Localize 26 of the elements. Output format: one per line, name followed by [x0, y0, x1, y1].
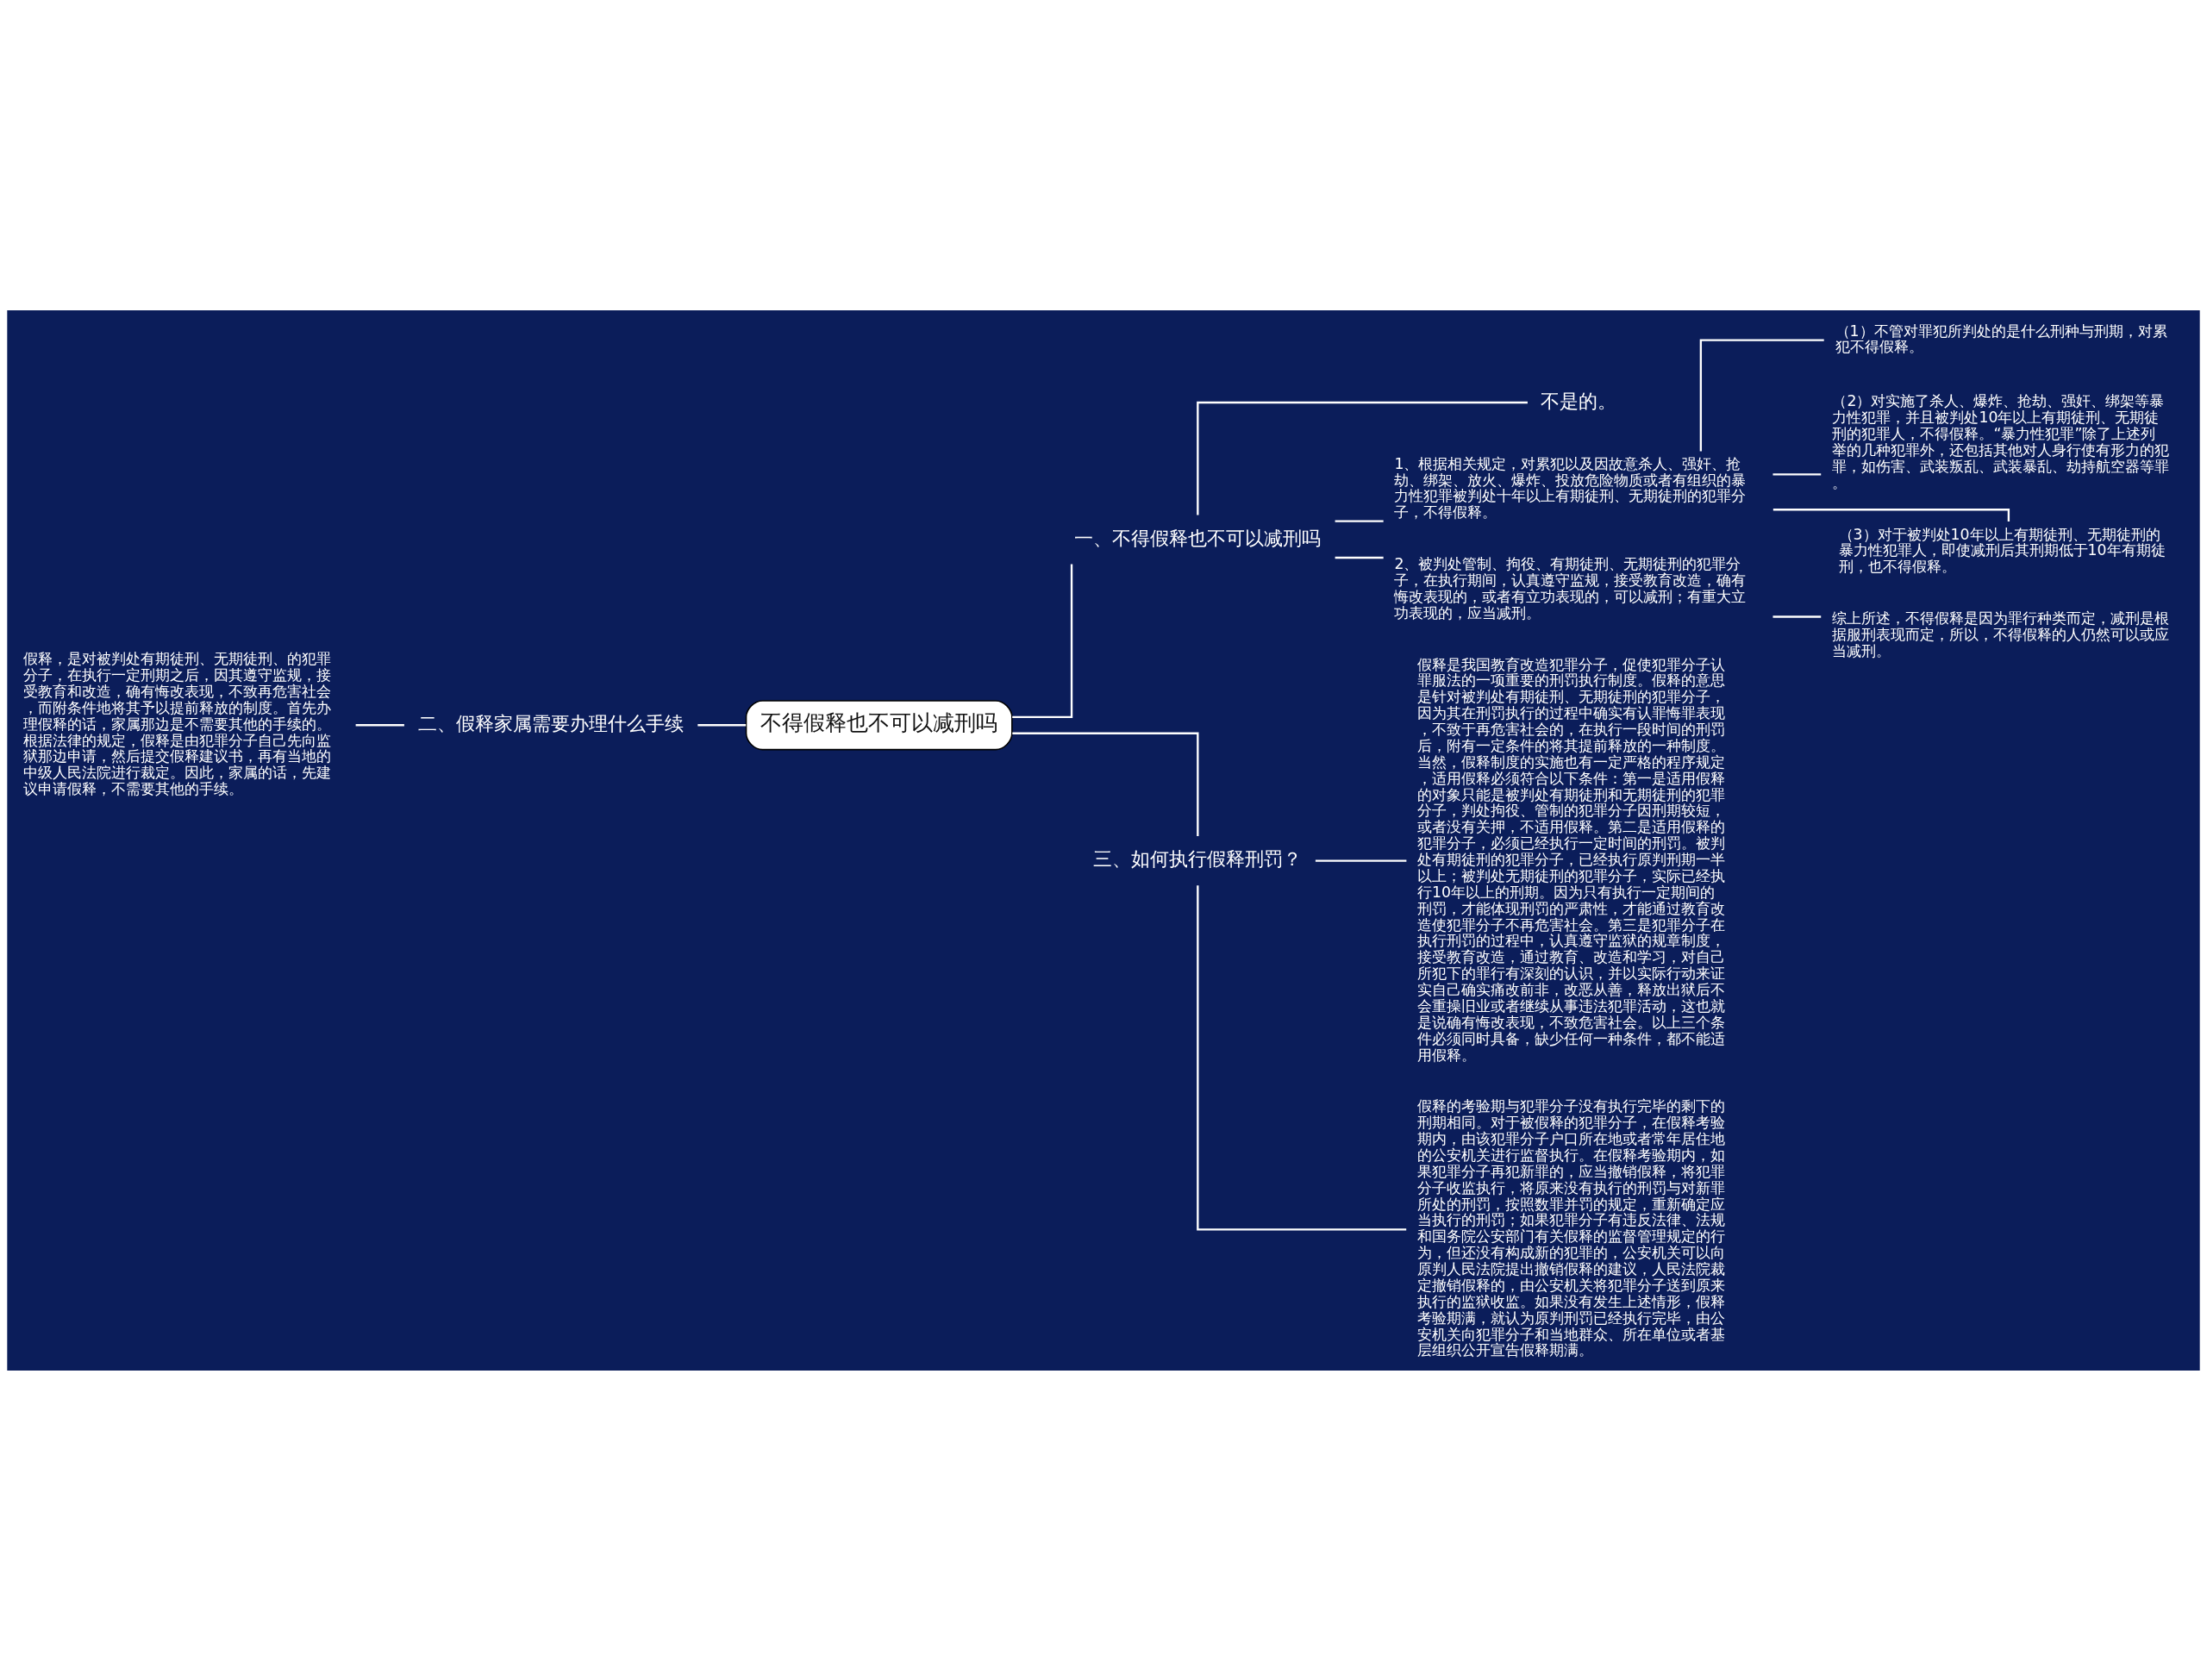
node-text: 假释是我国教育改造犯罪分子，促使犯罪分子认罪服法的一项重要的刑罚执行制度。假释的意思是针对被判处有期徒刑、无期徒刑的犯罪分子，因为其在刑罚执行的过程中确实有认罪悔罪表现，不致于再危害社会的，在执行一段时间的刑罚后，附有一定条件的将其提前释放的一种制度。当然，假释制度的实施也有一定严格的程序规定，适用假释必须符合以下条件：第一是适用假释的对象只能是被判处有期徒刑和无期徒刑的犯罪分子，判处拘役、管制的犯罪分子因刑期较短，或者没有关押，不适用假释。第二是适用假释的犯罪分子，必须已经执行一定时间的刑罚。被判处有期徒刑的犯罪分子，已经执行原判刑期一半以上；被判处无期徒刑的犯罪分子，实际已经执行10年以上的刑期。因为只有执行一定期间的刑罚，才能体现刑罚的严肃性，才能通过教育改造使犯罪分子不再危害社会。第三是犯罪分子在执行刑罚的过程中，认真遵守监狱的规章制度，接受教育改造，通过教育、改造和学习，对自己所犯下的罪行有深刻的认识，并以实际行动来证实自己确实痛改前非，改恶从善，释放出狱后不会重操旧业或者继续从事违法犯罪活动，这也就是说确有悔改表现，不致危害社会。以上三个条件必须同时具备，缺少任何一种条件，都不能适用假释。 [1417, 655, 1726, 1063]
node-text: （2）对实施了杀人、爆炸、抢劫、强奸、绑架等暴力性犯罪，并且被判处10年以上有期徒刑、无期徒刑的犯罪人，不得假释。“暴力性犯罪”除了上述列举的几种犯罪外，还包括其他对人身行使有形力的犯罪，如伤害、武装叛乱、武装暴乱、劫持航空器等罪。 [1832, 391, 2170, 491]
connector [1335, 556, 1384, 559]
connector [1012, 732, 1199, 836]
connector [1335, 519, 1384, 522]
connector [1197, 401, 1528, 515]
node-text: 假释，是对被判处有期徒刑、无期徒刑、的犯罪分子，在执行一定刑期之后，因其遵守监规，接受教育和改造，确有悔改表现，不致再危害社会，而附条件地将其予以提前释放的制度。首先办理假释的话，家属那边是不需要其他的手续的。根据法律的规定，假释是由犯罪分子自己先向监狱那边申请，然后提交假释建议书，再有当地的中级人民法院进行裁定。因此，家属的话，先建议申请假释，不需要其他的手续。 [23, 649, 332, 797]
node-text: 一、不得假释也不可以减刑吗 [1074, 527, 1322, 549]
connector [1772, 472, 1822, 475]
connector [1012, 563, 1073, 718]
connector [697, 723, 747, 726]
connector [1197, 884, 1407, 1231]
node-text: 假释的考验期与犯罪分子没有执行完毕的剩下的刑期相同。对于被假释的犯罪分子，在假释考验期内，由该犯罪分子户口所在地或者常年居住地的公安机关进行监督执行。在假释考验期内，如果犯罪分子再犯新罪的，应当撤销假释，将犯罪分子收监执行，将原来没有执行的刑罚与对新罪所处的刑罚，按照数罪并罚的规定，重新确定应当执行的刑罚；如果犯罪分子有违反法律、法规和国务院公安部门有关假释的监督管理规定的行为，但还没有构成新的犯罪的，公安机关可以向原判人民法院提出撤销假释的建议，人民法院裁定撤销假释的，由公安机关将犯罪分子送到原来执行的监狱收监。如果没有发生上述情形，假释考验期满，就认为原判刑罚已经执行完毕，由公安机关向犯罪分子和当地群众、所在单位或者基层组织公开宣告假释期满。 [1417, 1096, 1726, 1358]
node-text: 二、假释家属需要办理什么手续 [418, 712, 685, 734]
node-text: （1）不管对罪犯所判处的是什么刑种与刑期，对累犯不得假释。 [1835, 322, 2167, 355]
node-text: 2、被判处管制、拘役、有期徒刑、无期徒刑的犯罪分子，在执行期间，认真遵守监规，接受教育改造，确有悔改表现的，或者有立功表现的，可以减刑；有重大立功表现的，应当减刑。 [1394, 554, 1747, 621]
node-text: （3）对于被判处10年以上有期徒刑、无期徒刑的暴力性犯罪人，即使减刑后其刑期低于10年有期徒刑，也不得假释。 [1838, 525, 2166, 575]
node-box: 不得假释也不可以减刑吗 [745, 699, 1013, 750]
node-text: 不是的。 [1540, 390, 1616, 412]
node-text: 1、根据相关规定，对累犯以及因故意杀人、强奸、抢劫、绑架、放火、爆炸、投放危险物质或者有组织的暴力性犯罪被判处十年以上有期徒刑、无期徒刑的犯罪分子，不得假释。 [1394, 454, 1747, 521]
connector [1315, 859, 1407, 862]
node-text: 三、如何执行假释刑罚？ [1093, 847, 1303, 870]
connector [1772, 615, 1822, 618]
connector [1699, 338, 1824, 451]
connector [355, 723, 404, 726]
node-text: 综上所述，不得假释是因为罪行种类而定，减刑是根据服刑表现而定，所以，不得假释的人仍然可以或应当减刑。 [1832, 609, 2170, 659]
